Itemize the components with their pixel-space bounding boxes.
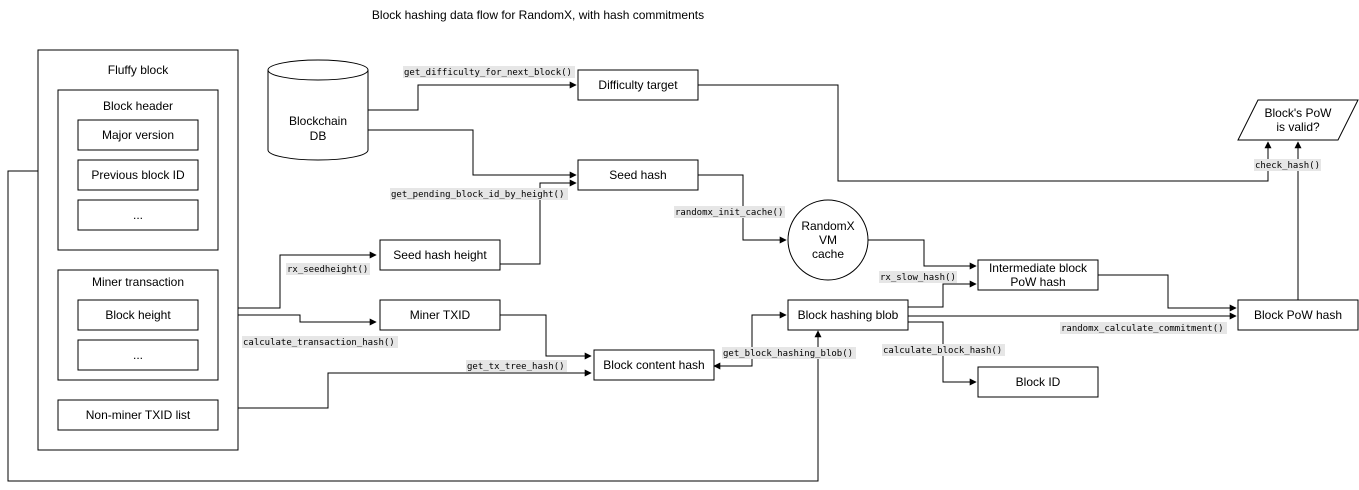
edge-db-to-difficulty bbox=[368, 81, 577, 111]
non-miner-txid-list-node bbox=[57, 399, 219, 431]
intermediate-pow-hash-node bbox=[977, 259, 1099, 291]
difficulty-target-label: Difficulty target bbox=[598, 78, 678, 92]
fluffy-block-group: Fluffy block Block header Major version … bbox=[37, 49, 239, 451]
randomx-vm-cache-node: RandomX VM cache bbox=[787, 199, 869, 281]
seed-hash-height-node bbox=[379, 239, 501, 271]
label-randomx-init-cache: randomx_init_cache() bbox=[675, 208, 783, 218]
intermediate-label-line1: Intermediate block bbox=[989, 261, 1088, 275]
edge-labels: get_difficulty_for_next_block() get_pend… bbox=[242, 66, 1321, 372]
major-version-label: Major version bbox=[102, 128, 174, 142]
block-pow-hash-label: Block PoW hash bbox=[1254, 308, 1342, 322]
block-pow-hash-node bbox=[1237, 299, 1359, 331]
miner-transaction-label: Miner transaction bbox=[92, 275, 184, 289]
block-id-label: Block ID bbox=[1016, 375, 1061, 389]
edge-blob-to-intermediate bbox=[908, 280, 977, 308]
edge-difficulty-to-valid bbox=[698, 84, 1272, 182]
edge-nonminer-to-content-hash bbox=[218, 369, 592, 409]
randomx-label-line2: VM bbox=[819, 233, 837, 247]
randomx-label-line3: cache bbox=[812, 247, 844, 261]
block-content-hash-node bbox=[593, 349, 715, 381]
seed-hash-label: Seed hash bbox=[609, 168, 666, 182]
previous-block-id-node bbox=[77, 159, 199, 191]
miner-tx-more-label: ... bbox=[133, 348, 143, 362]
randomx-label-line1: RandomX bbox=[801, 219, 854, 233]
intermediate-label-line2: PoW hash bbox=[1010, 275, 1065, 289]
block-hashing-blob-label: Block hashing blob bbox=[798, 308, 899, 322]
diagram-title: Block hashing data flow for RandomX, wit… bbox=[372, 8, 704, 22]
label-calculate-block-hash: calculate_block_hash() bbox=[883, 346, 1002, 356]
edge-randomx-to-intermediate bbox=[868, 239, 977, 270]
edge-miner-txid-to-content-hash bbox=[498, 314, 592, 360]
seed-hash-node bbox=[577, 159, 699, 191]
non-miner-txid-list-label: Non-miner TXID list bbox=[86, 408, 191, 422]
pow-valid-node: Block's PoW is valid? bbox=[1237, 99, 1359, 141]
edge-intermediate-to-pow-hash bbox=[1098, 274, 1237, 312]
blockchain-db-label-line2: DB bbox=[310, 129, 327, 143]
difficulty-target-node bbox=[577, 69, 699, 101]
block-content-hash-label: Block content hash bbox=[603, 358, 704, 372]
pow-valid-label-line1: Block's PoW bbox=[1265, 106, 1333, 120]
block-hashing-blob-node bbox=[787, 299, 909, 331]
major-version-node bbox=[77, 119, 199, 151]
label-randomx-calculate-commitment: randomx_calculate_commitment() bbox=[1061, 324, 1224, 334]
label-get-block-hashing-blob: get_block_hashing_blob() bbox=[723, 349, 853, 359]
label-rx-slow-hash: rx_slow_hash() bbox=[880, 273, 956, 283]
label-check-hash: check_hash() bbox=[1255, 161, 1320, 171]
pow-valid-label-line2: is valid? bbox=[1276, 120, 1320, 134]
seed-hash-height-label: Seed hash height bbox=[393, 248, 487, 262]
block-id-node bbox=[977, 366, 1099, 398]
label-rx-seedheight: rx_seedheight() bbox=[287, 265, 368, 275]
miner-txid-label: Miner TXID bbox=[410, 308, 471, 322]
edge-db-to-seed-hash bbox=[368, 129, 577, 179]
miner-txid-node bbox=[379, 299, 501, 331]
fluffy-block-label: Fluffy block bbox=[108, 63, 169, 77]
label-calculate-transaction-hash: calculate_transaction_hash() bbox=[243, 338, 395, 348]
header-more-node bbox=[77, 199, 199, 231]
label-get-difficulty: get_difficulty_for_next_block() bbox=[404, 68, 572, 78]
block-height-node bbox=[77, 299, 199, 331]
label-get-pending-block-id: get_pending_block_id_by_height() bbox=[391, 190, 564, 200]
label-get-tx-tree-hash: get_tx_tree_hash() bbox=[467, 362, 565, 372]
header-more-label: ... bbox=[133, 208, 143, 222]
blockchain-db-label-line1: Blockchain bbox=[289, 114, 347, 128]
block-height-label: Block height bbox=[105, 308, 171, 322]
block-header-label: Block header bbox=[103, 99, 173, 113]
blockchain-db-node: Blockchain DB bbox=[267, 59, 369, 161]
miner-tx-more-node bbox=[77, 339, 199, 371]
edge-blob-to-previous-id bbox=[7, 167, 822, 482]
previous-block-id-label: Previous block ID bbox=[91, 168, 185, 182]
